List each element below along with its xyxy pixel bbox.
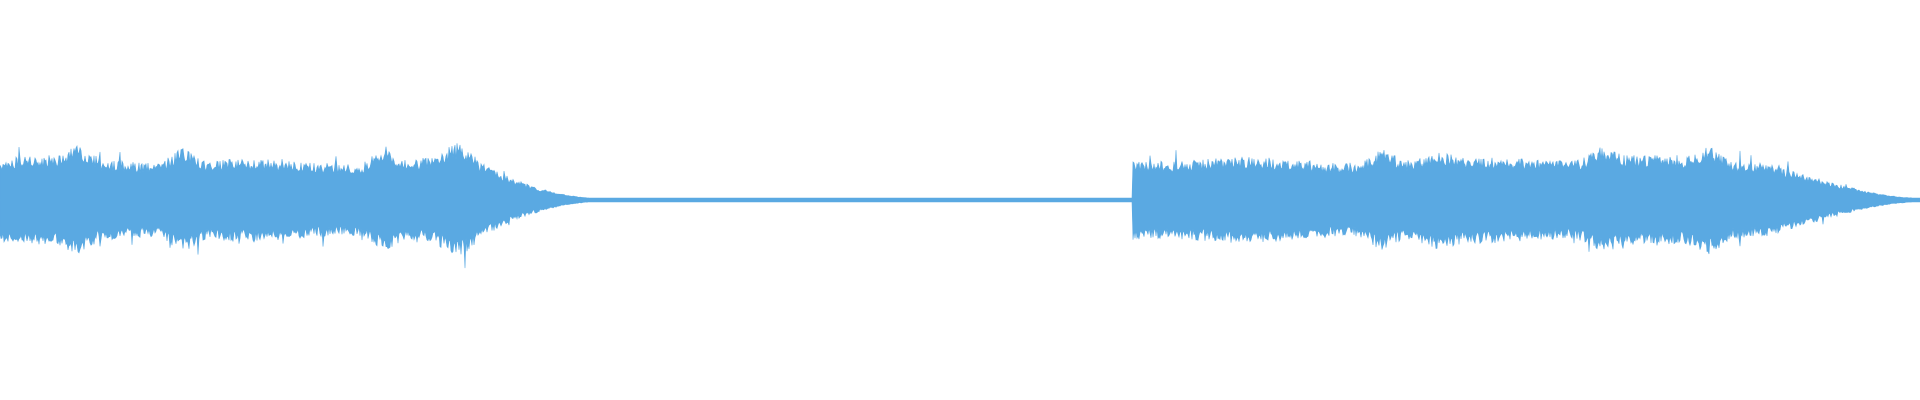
waveform-shape [0,143,1920,269]
